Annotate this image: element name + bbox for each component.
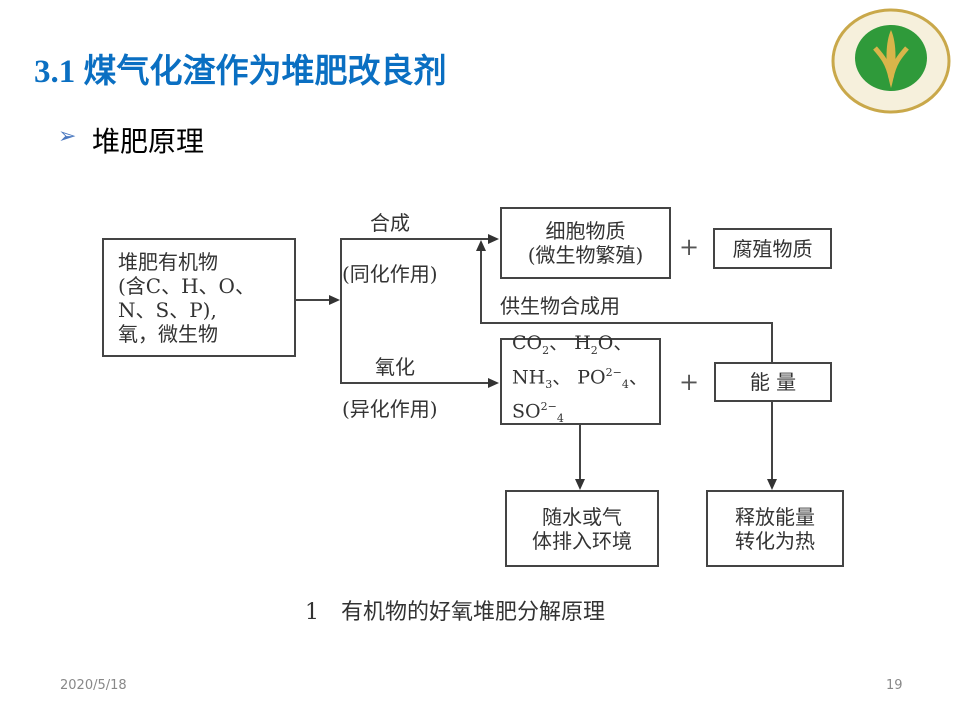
cell-line: 细胞物质 <box>545 219 626 243</box>
arrow-right-icon <box>329 295 340 305</box>
arrow-right-icon <box>488 378 499 388</box>
discharge-box: 随水或气 体排入环境 <box>505 490 659 567</box>
humus-box: 腐殖物质 <box>713 228 832 269</box>
synthesis-label: 合成 <box>370 211 410 235</box>
bullet-arrow-icon: ➢ <box>58 124 77 149</box>
input-line: 堆肥有机物 <box>118 249 218 274</box>
arrow-down-icon <box>767 479 777 490</box>
cell-matter-box: 细胞物质 (微生物繁殖) <box>500 207 671 279</box>
connector-line <box>340 238 488 240</box>
university-logo <box>831 8 951 114</box>
connector-line <box>340 382 488 384</box>
arrow-up-icon <box>476 240 486 251</box>
input-line: (含C、H、O、 <box>118 273 255 298</box>
page-number: 19 <box>886 678 903 693</box>
oxidation-label: 氧化 <box>375 355 415 379</box>
plus-sign: + <box>679 233 700 261</box>
heat-box: 释放能量 转化为热 <box>706 490 844 567</box>
input-box: 堆肥有机物 (含C、H、O、 N、S、P), 氧，微生物 <box>102 238 296 357</box>
arrow-right-icon <box>488 234 499 244</box>
plus-sign: + <box>679 368 700 396</box>
discharge-line: 体排入环境 <box>532 528 632 553</box>
discharge-line: 随水或气 <box>542 504 622 529</box>
connector-line <box>480 322 773 324</box>
products-line-2: NH3、 PO2−4、 <box>512 366 648 392</box>
input-line: N、S、P), <box>118 297 217 322</box>
connector-line <box>480 250 482 324</box>
products-line-1: CO2、 H2O、 <box>512 332 633 358</box>
input-line: 氧，微生物 <box>118 321 218 346</box>
arrow-down-icon <box>575 479 585 490</box>
figure-caption: 1 有机物的好氧堆肥分解原理 <box>305 600 605 625</box>
dissimilation-label: (异化作用) <box>342 397 438 421</box>
products-box: CO2、 H2O、 NH3、 PO2−4、 SO2−4 <box>500 332 661 426</box>
connector-line <box>340 238 342 384</box>
assimilation-label: (同化作用) <box>342 262 438 286</box>
connector-line <box>296 299 329 301</box>
feedback-label: 供生物合成用 <box>500 294 620 318</box>
bullet-text: 堆肥原理 <box>92 125 205 158</box>
cell-line: (微生物繁殖) <box>527 243 644 267</box>
slide-title: 3.1 煤气化渣作为堆肥改良剂 <box>34 54 447 90</box>
products-line-3: SO2−4 <box>512 400 564 426</box>
heat-line: 释放能量 <box>735 504 815 529</box>
heat-line: 转化为热 <box>735 528 815 553</box>
connector-line <box>579 425 581 479</box>
slide-date: 2020/5/18 <box>60 678 127 693</box>
energy-box: 能 量 <box>714 362 832 402</box>
